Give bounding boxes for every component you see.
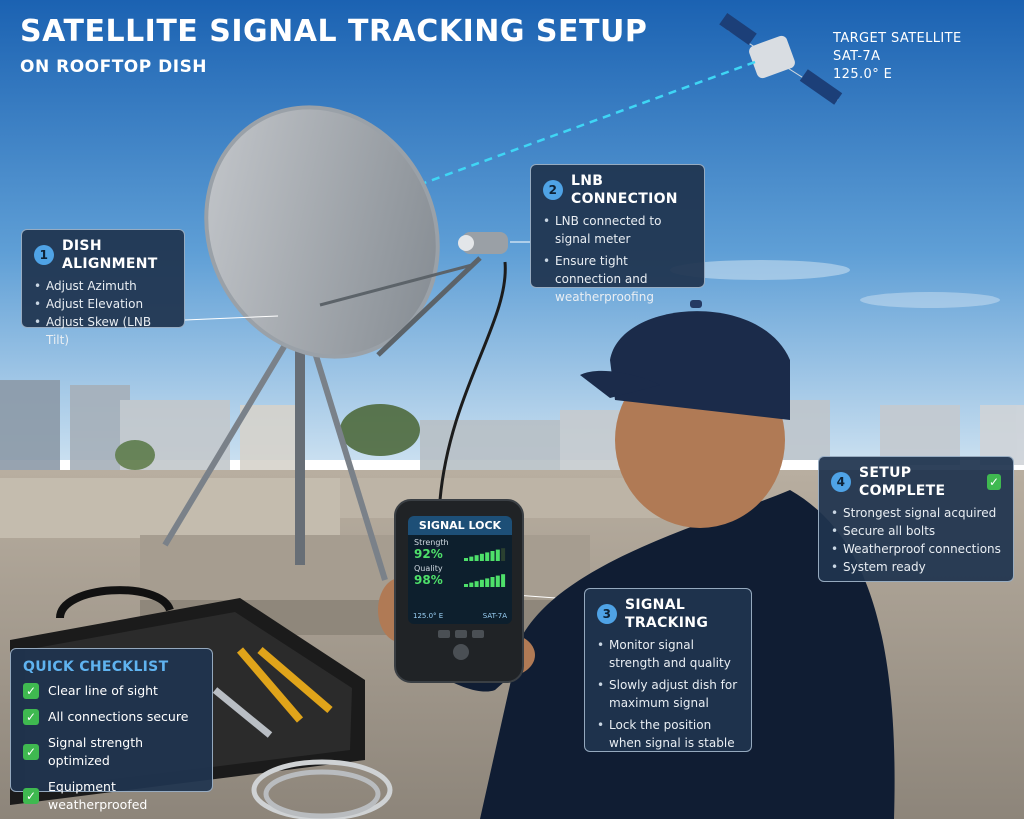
target-position: 125.0° E	[833, 67, 893, 82]
page-title: SATELLITE SIGNAL TRACKING SETUP ON ROOFT…	[20, 14, 647, 80]
check-icon: ✓	[987, 474, 1001, 490]
meter-sat: SAT-7A	[482, 612, 507, 620]
panel-title: SETUP COMPLETE	[859, 465, 946, 499]
signal-bar	[501, 574, 506, 587]
signal-bar	[495, 575, 500, 587]
signal-bar	[469, 582, 474, 587]
signal-bar	[501, 548, 506, 561]
checklist-item-label: All connections secure	[48, 709, 189, 724]
check-icon: ✓	[23, 709, 39, 725]
quality-bars	[464, 574, 506, 587]
list-item: Weatherproof connections	[831, 540, 1001, 558]
signal-bar	[469, 556, 474, 561]
panel-list: LNB connected to signal meter Ensure tig…	[543, 212, 692, 306]
signal-bar	[490, 577, 495, 587]
step-number: 3	[597, 604, 617, 624]
list-item: Adjust Elevation	[34, 295, 172, 313]
signal-bar	[474, 581, 479, 587]
panel-list: Monitor signal strength and quality Slow…	[597, 636, 739, 752]
list-item: Ensure tight connection and weatherproof…	[543, 252, 692, 306]
step-number: 2	[543, 180, 563, 200]
strength-value: 92%	[414, 547, 443, 561]
list-item: Adjust Azimuth	[34, 277, 172, 295]
quality-value: 98%	[414, 573, 443, 587]
panel-heading: 1 DISH ALIGNMENT	[34, 237, 172, 273]
checklist-item-label: Equipment weatherproofed	[48, 779, 148, 812]
signal-bar	[495, 549, 500, 561]
check-icon: ✓	[23, 744, 39, 760]
title-line1: SATELLITE SIGNAL TRACKING SETUP	[20, 14, 648, 49]
list-item: Slowly adjust dish for maximum signal	[597, 676, 739, 712]
list-item: System ready	[831, 558, 1001, 576]
quick-checklist-panel: QUICK CHECKLIST ✓ Clear line of sight ✓ …	[10, 648, 213, 812]
strength-bars	[464, 548, 506, 561]
panel-list: Adjust Azimuth Adjust Elevation Adjust S…	[34, 277, 172, 349]
checklist-item: ✓ Clear line of sight	[23, 682, 200, 700]
target-label: TARGET SATELLITE	[833, 31, 962, 46]
quality-label: Quality	[414, 564, 443, 573]
list-item: Adjust Skew (LNB Tilt)	[34, 313, 172, 349]
list-item: Lock the position when signal is stable	[597, 716, 739, 752]
panel-title: LNB CONNECTION	[571, 173, 678, 207]
panel-title: DISH ALIGNMENT	[62, 238, 158, 272]
signal-bar	[464, 584, 468, 587]
list-item: LNB connected to signal meter	[543, 212, 692, 248]
signal-bar	[490, 551, 495, 561]
target-name: SAT-7A	[833, 49, 881, 64]
lnb-connection-panel: 2 LNB CONNECTION LNB connected to signal…	[530, 164, 705, 304]
list-item: Strongest signal acquired	[831, 504, 1001, 522]
signal-bar	[485, 552, 490, 561]
checklist-title: QUICK CHECKLIST	[23, 659, 169, 675]
setup-complete-panel: 4 SETUP COMPLETE ✓ Strongest signal acqu…	[818, 456, 1014, 582]
step-number: 4	[831, 472, 851, 492]
step-number: 1	[34, 245, 54, 265]
strength-label: Strength	[414, 538, 449, 547]
panel-list: Strongest signal acquired Secure all bol…	[831, 504, 1001, 576]
panel-heading: 4 SETUP COMPLETE ✓	[831, 464, 1001, 500]
signal-lock-header: SIGNAL LOCK	[408, 516, 512, 535]
signal-bar	[479, 579, 484, 587]
checklist-item: ✓ Equipment weatherproofed	[23, 778, 200, 814]
checklist-item: ✓ All connections secure	[23, 708, 200, 726]
panel-title: SIGNAL TRACKING	[625, 597, 709, 631]
panel-heading: 3 SIGNAL TRACKING	[597, 596, 739, 632]
checklist-item-label: Clear line of sight	[48, 683, 158, 698]
meter-orbit: 125.0° E	[413, 612, 444, 620]
signal-bar	[474, 555, 479, 561]
target-satellite-label: TARGET SATELLITE SAT-7A 125.0° E	[833, 30, 962, 84]
list-item: Monitor signal strength and quality	[597, 636, 739, 672]
check-icon: ✓	[23, 683, 39, 699]
dish-icon	[162, 105, 508, 581]
panel-heading: 2 LNB CONNECTION	[543, 172, 692, 208]
list-item: Secure all bolts	[831, 522, 1001, 540]
signal-meter-screen: SIGNAL LOCK Strength 92% Quality 98% 125…	[408, 516, 512, 624]
signal-bar	[464, 558, 468, 561]
check-icon: ✓	[23, 788, 39, 804]
title-line2: ON ROOFTOP DISH	[20, 57, 208, 77]
checklist-item-label: Signal strength optimized	[48, 735, 144, 768]
checklist-item: ✓ Signal strength optimized	[23, 734, 200, 770]
signal-tracking-panel: 3 SIGNAL TRACKING Monitor signal strengt…	[584, 588, 752, 752]
dish-alignment-panel: 1 DISH ALIGNMENT Adjust Azimuth Adjust E…	[21, 229, 185, 347]
signal-bar	[485, 578, 490, 587]
satellite-icon	[719, 12, 843, 105]
signal-bar	[479, 553, 484, 561]
